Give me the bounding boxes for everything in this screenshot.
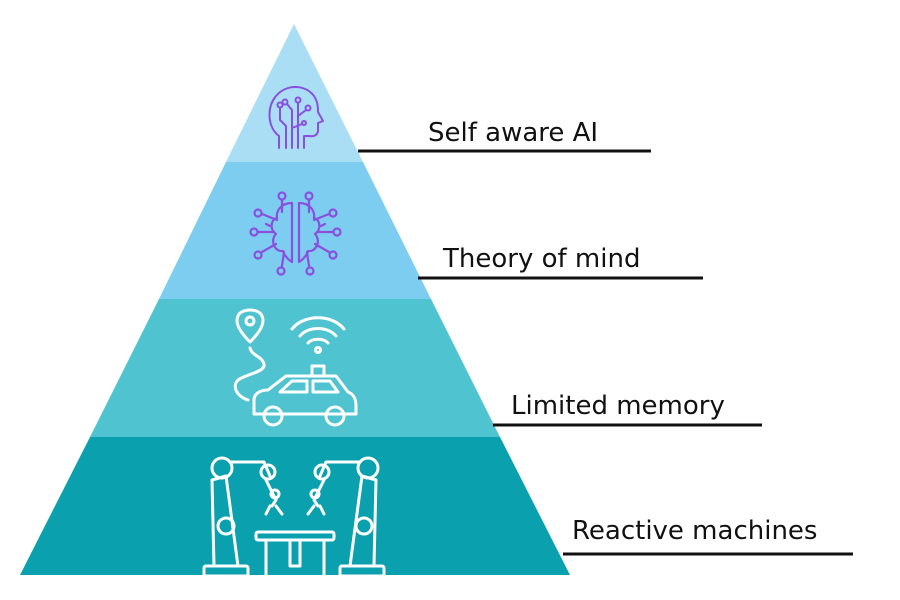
connected-car-icon xyxy=(233,308,358,427)
tier-label-theory-of-mind: Theory of mind xyxy=(443,244,641,274)
tier-label-limited-memory: Limited memory xyxy=(511,391,725,421)
neural-brain-icon xyxy=(249,191,342,276)
robotic-arms-icon xyxy=(202,456,386,578)
tier-reactive-machines xyxy=(20,437,570,575)
tier-theory-of-mind xyxy=(159,162,431,299)
ai-head-icon xyxy=(268,86,324,149)
tier-label-self-aware: Self aware AI xyxy=(428,118,599,148)
tier-limited-memory xyxy=(90,299,500,437)
tier-label-reactive-machines: Reactive machines xyxy=(572,516,818,546)
tier-self-aware xyxy=(226,24,363,162)
